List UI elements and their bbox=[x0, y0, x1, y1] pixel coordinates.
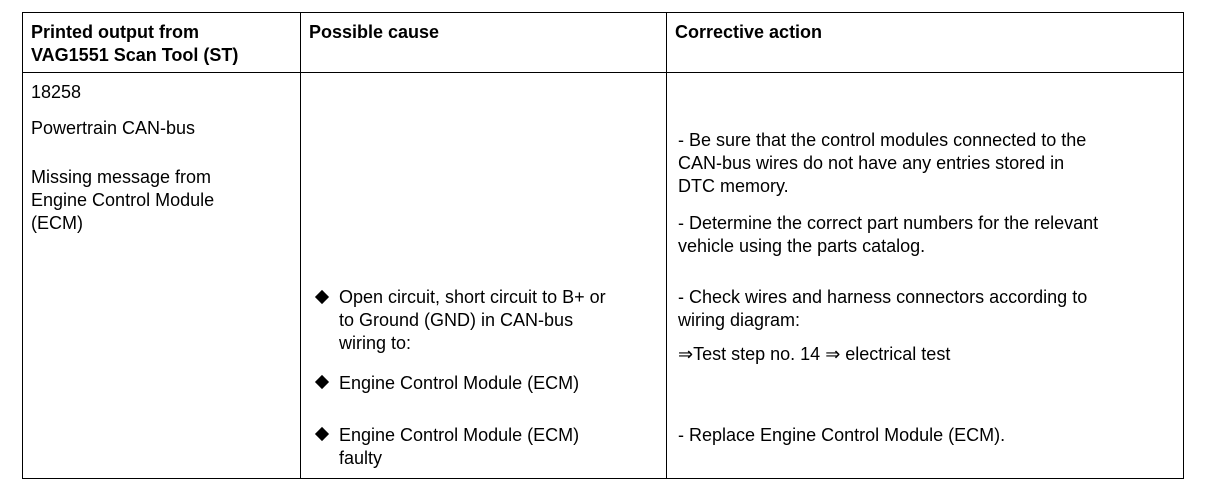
action-2-line2: vehicle using the parts catalog. bbox=[678, 236, 926, 256]
fault-system: Powertrain CAN-bus bbox=[31, 118, 196, 138]
action-3-line1: - Check wires and harness connectors acc… bbox=[678, 287, 1088, 307]
action-3-line2: wiring diagram: bbox=[678, 310, 801, 330]
right-arrow-icon: ⇒ bbox=[678, 344, 694, 364]
action-1-line2: CAN-bus wires do not have any entries st… bbox=[678, 153, 1065, 173]
action-1-line3: DTC memory. bbox=[678, 176, 789, 196]
cause-1-line1: Open circuit, short circuit to B+ or bbox=[339, 287, 606, 307]
action-2-line1: - Determine the correct part numbers for… bbox=[678, 213, 1099, 233]
header-possible-cause: Possible cause bbox=[309, 22, 440, 42]
column-divider-2 bbox=[666, 13, 667, 478]
header-corrective-action: Corrective action bbox=[675, 22, 823, 42]
right-arrow-icon: ⇒ bbox=[820, 344, 846, 364]
fault-code: 18258 bbox=[31, 82, 82, 102]
cause-2-line1: Engine Control Module (ECM) bbox=[339, 373, 580, 393]
header-printed-output-line1: Printed output from bbox=[31, 22, 199, 42]
electrical-test-link[interactable]: electrical test bbox=[845, 344, 951, 364]
cause-3-line1: Engine Control Module (ECM) bbox=[339, 425, 580, 445]
cause-3-line2: faulty bbox=[339, 448, 383, 468]
header-printed-output-line2: VAG1551 Scan Tool (ST) bbox=[31, 45, 239, 65]
header-divider bbox=[23, 72, 1183, 73]
action-3-reference: ⇒Test step no. 14 ⇒ electrical test bbox=[678, 343, 950, 366]
diagnostic-table bbox=[22, 12, 1184, 479]
cause-1-line2: to Ground (GND) in CAN-bus bbox=[339, 310, 574, 330]
fault-message-line3: (ECM) bbox=[31, 213, 83, 233]
fault-message-line1: Missing message from bbox=[31, 167, 212, 187]
action-4-line1: - Replace Engine Control Module (ECM). bbox=[678, 425, 1006, 445]
fault-message-line2: Engine Control Module bbox=[31, 190, 215, 210]
action-1-line1: - Be sure that the control modules conne… bbox=[678, 130, 1087, 150]
cause-1-line3: wiring to: bbox=[339, 333, 412, 353]
test-step-link[interactable]: Test step no. 14 bbox=[693, 344, 821, 364]
column-divider-1 bbox=[300, 13, 301, 478]
